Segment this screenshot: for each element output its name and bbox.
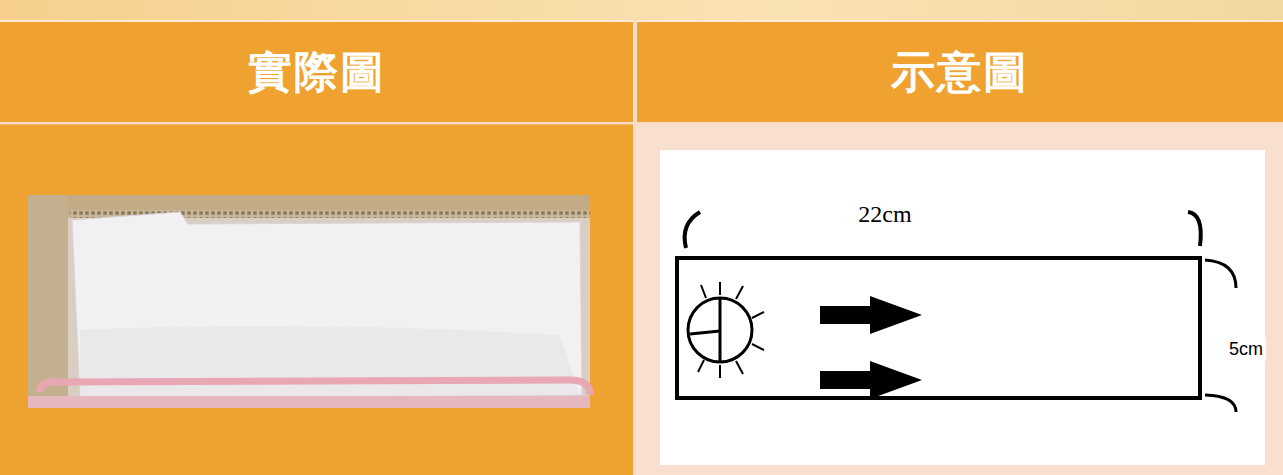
cardboard-edge: [28, 195, 590, 217]
white-paper: [72, 212, 582, 398]
bug-legs: [698, 282, 764, 378]
table-lines: [0, 20, 1283, 475]
bracket: [1188, 212, 1201, 246]
bracket: [685, 212, 700, 248]
dimension-label: 5cm: [1226, 338, 1266, 361]
cardboard-side: [28, 195, 68, 408]
paper-shade: [80, 326, 580, 398]
pink-base: [28, 396, 590, 408]
box-outline: [677, 258, 1200, 398]
header-text: 示意圖: [891, 43, 1029, 102]
header-cell: 示意圖: [637, 22, 1283, 122]
direction-arrows: [820, 296, 922, 399]
header-cell: 實際圖: [0, 22, 633, 122]
photo-ground: [28, 195, 590, 408]
bug-figure: [688, 298, 752, 362]
bug-figure: [690, 331, 720, 334]
arrow: [820, 296, 922, 334]
top-band: [0, 0, 1283, 20]
table-ground: [0, 20, 1283, 475]
bracket: [1205, 260, 1236, 288]
box-photo: [28, 195, 590, 408]
sketch: [677, 212, 1236, 412]
dimension-label: 22cm: [855, 200, 914, 229]
arrow: [820, 361, 922, 399]
sketch-cell: [637, 124, 1283, 475]
bracket: [1205, 395, 1236, 412]
sketch-panel: [660, 150, 1265, 465]
header-text: 實際圖: [248, 43, 386, 102]
pink-rim: [40, 380, 590, 395]
photo-cell: [0, 124, 633, 475]
